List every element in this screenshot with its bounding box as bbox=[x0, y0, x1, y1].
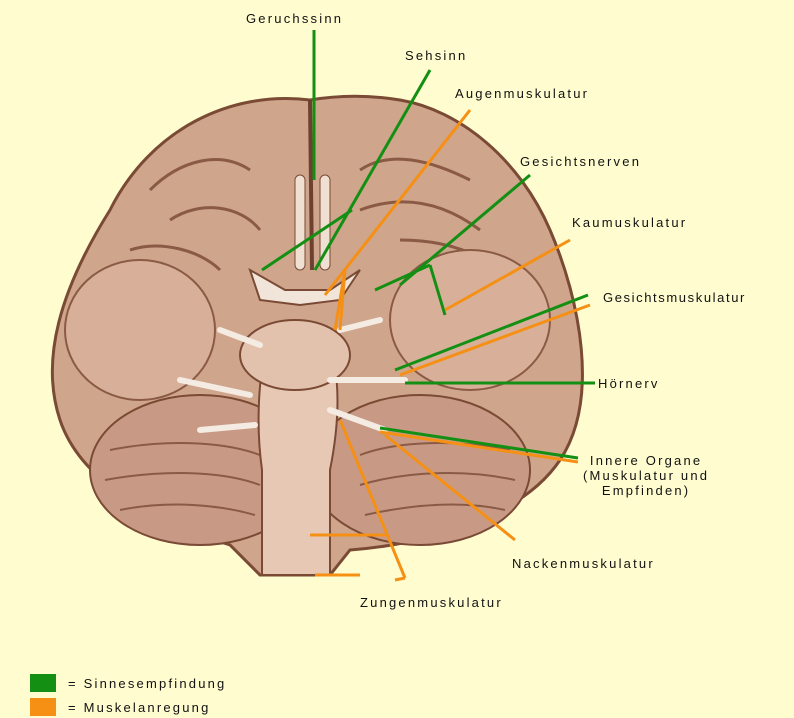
label-kaumuskulatur: Kaumuskulatur bbox=[572, 215, 687, 230]
line-zungenmuskulatur-2 bbox=[395, 578, 405, 580]
longitudinal-fissure bbox=[310, 100, 312, 270]
label-gesichtsnerven: Gesichtsnerven bbox=[520, 154, 641, 169]
legend-text-motor: = Muskelanregung bbox=[68, 700, 211, 715]
legend-row-motor: = Muskelanregung bbox=[30, 697, 211, 717]
olfactory-bulb-left bbox=[295, 175, 305, 270]
label-zungenmuskulatur: Zungenmuskulatur bbox=[360, 595, 503, 610]
label-augenmuskulatur: Augenmuskulatur bbox=[455, 86, 589, 101]
legend-row-sensory: = Sinnesempfindung bbox=[30, 673, 227, 693]
label-sehsinn: Sehsinn bbox=[405, 48, 467, 63]
label-gesichtsmuskulatur: Gesichtsmuskulatur bbox=[603, 290, 746, 305]
label-innere-organe: Innere Organe (Muskulatur und Empfinden) bbox=[583, 453, 709, 498]
legend-text-sensory: = Sinnesempfindung bbox=[68, 676, 227, 691]
orange-swatch-icon bbox=[30, 698, 56, 716]
left-temporal-lobe bbox=[65, 260, 215, 400]
label-geruchssinn: Geruchssinn bbox=[246, 11, 343, 26]
label-nackenmuskulatur: Nackenmuskulatur bbox=[512, 556, 655, 571]
green-swatch-icon bbox=[30, 674, 56, 692]
label-hoernerv: Hörnerv bbox=[598, 376, 660, 391]
